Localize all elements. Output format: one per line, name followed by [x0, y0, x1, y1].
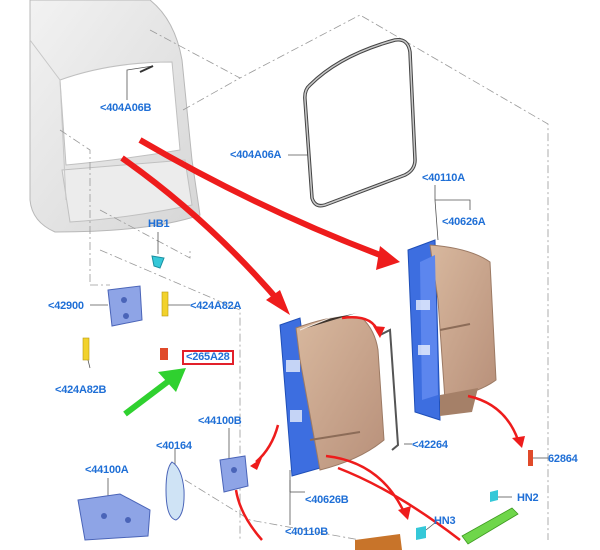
callout-44100B[interactable]: <44100B [198, 415, 242, 427]
hinge-42900 [107, 285, 143, 327]
callout-404A06B[interactable]: <404A06B [100, 102, 152, 114]
callout-42900[interactable]: <42900 [48, 300, 84, 312]
green-arrow [123, 368, 186, 417]
trim-strip [461, 507, 519, 545]
callout-HN3[interactable]: HN3 [434, 515, 456, 527]
rear-door-right [407, 239, 497, 421]
callout-HN2[interactable]: HN2 [517, 492, 539, 504]
red-arrows [120, 137, 390, 308]
check-rod [379, 328, 400, 451]
callout-62864[interactable]: 62864 [548, 453, 578, 465]
callout-HB1[interactable]: HB1 [148, 218, 170, 230]
callout-40110B[interactable]: <40110B [285, 526, 328, 538]
callout-42264[interactable]: <42264 [412, 439, 448, 451]
callout-424A82A[interactable]: <424A82A [190, 300, 242, 312]
clip-HN3 [416, 526, 426, 540]
callout-40110A[interactable]: <40110A [422, 172, 465, 184]
callout-44100A[interactable]: <44100A [85, 464, 129, 476]
clip-HN2 [490, 490, 498, 502]
van-rear-body [29, 0, 201, 233]
red-thin-arrowheads [250, 326, 525, 520]
lower-trim [355, 534, 402, 550]
hinge-44100B [219, 455, 249, 493]
door-seal [303, 38, 417, 208]
part-265A28 [160, 348, 168, 360]
hinge-44100A [77, 493, 151, 541]
callout-265A28-highlighted[interactable]: <265A28 [182, 350, 234, 365]
callout-40626B[interactable]: <40626B [305, 494, 349, 506]
part-424A82A [161, 291, 169, 317]
bolt-HB1 [151, 255, 165, 269]
callout-404A06A[interactable]: <404A06A [230, 149, 282, 161]
red-arrowheads [266, 246, 400, 315]
callout-40164[interactable]: <40164 [156, 440, 192, 452]
callout-40626A[interactable]: <40626A [442, 216, 486, 228]
part-62864 [528, 450, 533, 466]
part-424A82B [82, 337, 90, 361]
gasket-40164 [165, 461, 185, 521]
clip-part [139, 65, 154, 73]
red-thin-arrows [234, 316, 520, 541]
callout-424A82B[interactable]: <424A82B [55, 384, 107, 396]
rear-door-left [279, 311, 385, 477]
